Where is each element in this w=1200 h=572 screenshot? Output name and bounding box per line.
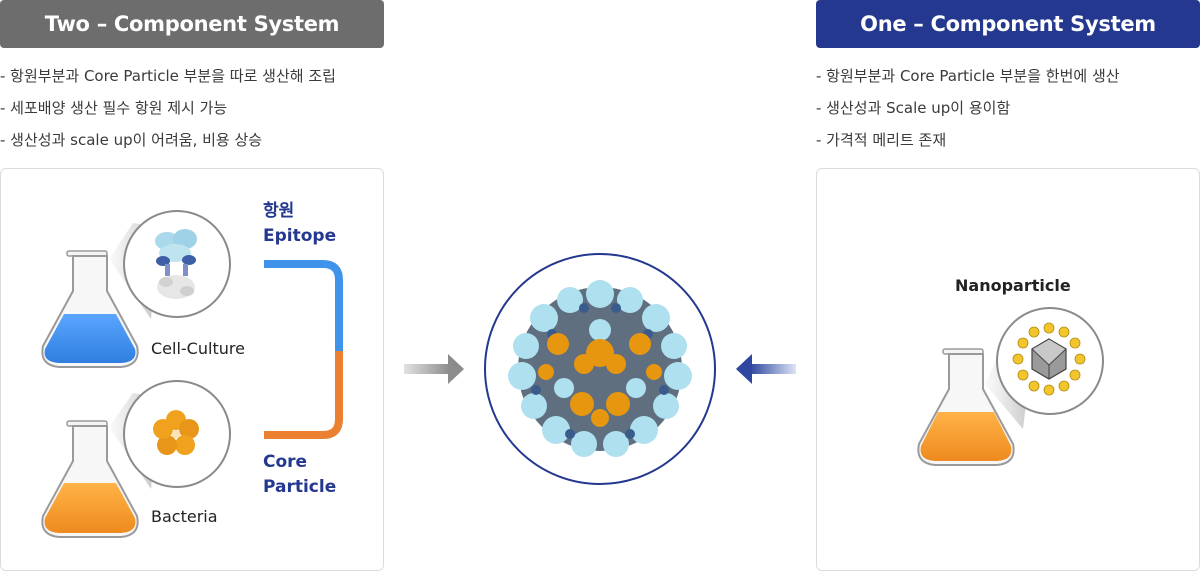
core-label-line-2: Particle xyxy=(263,477,337,497)
one-component-bullets: - 항원부분과 Core Particle 부분을 한번에 생산 - 생산성과 … xyxy=(816,66,1120,162)
arrow-right-icon xyxy=(404,354,464,384)
core-particle-icon xyxy=(153,410,199,455)
two-component-header: Two – Component System xyxy=(0,0,384,48)
core-particle-label: Core Particle xyxy=(263,450,336,500)
arrow-left-icon xyxy=(736,354,796,384)
one-component-panel: Nanoparticle xyxy=(816,168,1200,571)
center-illustration xyxy=(404,253,796,485)
two-component-bullets: - 항원부분과 Core Particle 부분을 따로 생산해 조립 - 세포… xyxy=(0,66,336,162)
epitope-protein-icon xyxy=(155,229,197,299)
one-component-header: One – Component System xyxy=(816,0,1200,48)
epitope-label-korean: 항원 xyxy=(263,201,295,221)
bullet-item: - 세포배양 생산 필수 항원 제시 가능 xyxy=(0,99,228,117)
cell-culture-flask xyxy=(41,210,231,368)
nanoparticle-icon xyxy=(1012,322,1086,396)
cell-culture-label: Cell-Culture xyxy=(151,339,245,358)
epitope-label: 항원 Epitope xyxy=(263,199,336,249)
two-component-illustration xyxy=(41,210,343,538)
core-label-line-1: Core xyxy=(263,452,308,472)
bacteria-label: Bacteria xyxy=(151,507,218,526)
assembly-bracket xyxy=(264,260,343,439)
epitope-label-english: Epitope xyxy=(263,226,337,246)
two-component-panel: Cell-Culture Bacteria 항원 Epitope Core Pa… xyxy=(0,168,384,571)
assembled-nanoparticle xyxy=(484,253,716,485)
bullet-item: - 항원부분과 Core Particle 부분을 따로 생산해 조립 xyxy=(0,67,336,85)
bullet-item: - 가격적 메리트 존재 xyxy=(816,131,947,149)
bullet-item: - 생산성과 scale up이 어려움, 비용 상승 xyxy=(0,131,263,149)
bullet-item: - 항원부분과 Core Particle 부분을 한번에 생산 xyxy=(816,67,1120,85)
one-component-illustration xyxy=(917,307,1104,466)
bacteria-flask xyxy=(41,380,231,538)
nanoparticle-flask xyxy=(917,307,1104,466)
nanoparticle-label: Nanoparticle xyxy=(955,276,1071,295)
bullet-item: - 생산성과 Scale up이 용이함 xyxy=(816,99,1011,117)
